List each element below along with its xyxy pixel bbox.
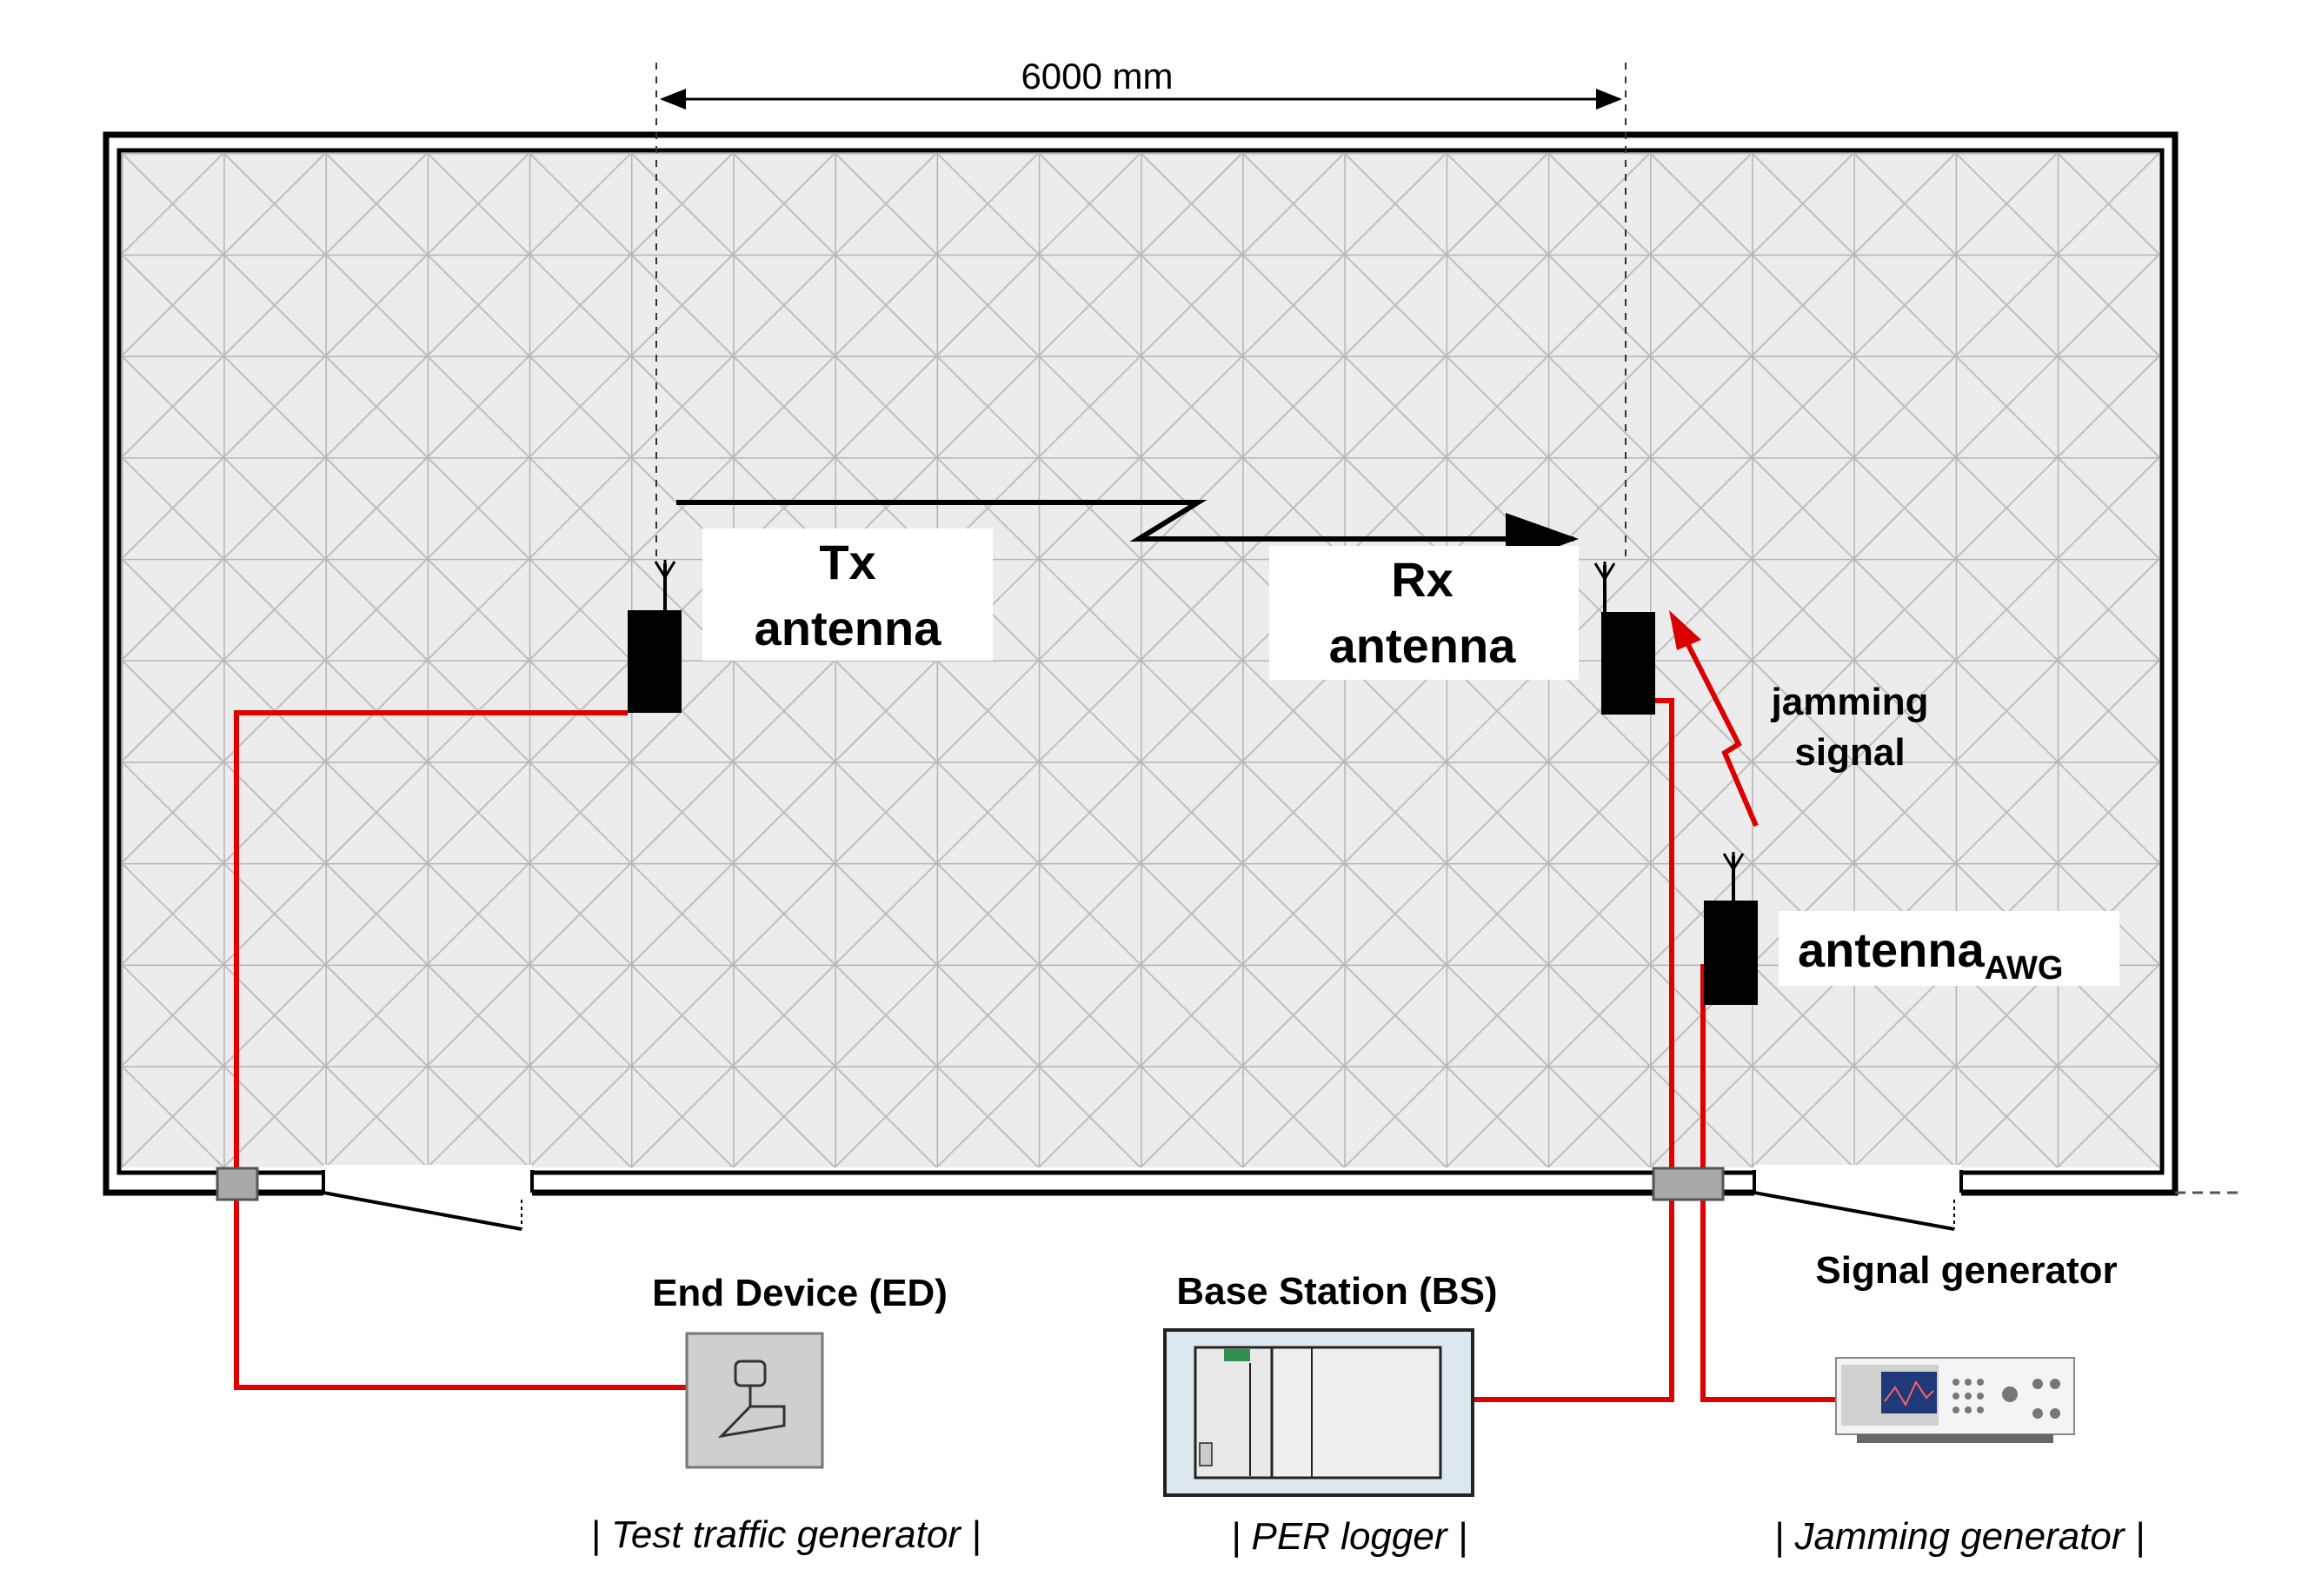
awg-label-subscript: AWG (1985, 950, 2064, 987)
anechoic-chamber (103, 131, 2243, 1231)
feedthrough-right (1652, 1167, 1725, 1201)
end-device: End Device (ED) | Test traffic generator… (590, 1272, 981, 1556)
jamming-label-line2: signal (1794, 731, 1905, 774)
tx-antenna-body (628, 610, 682, 713)
jamming-arrow (1680, 633, 1759, 828)
tx-label-line1: Tx (819, 535, 875, 589)
feedthrough-left (216, 1167, 259, 1201)
dimension-label: 6000 mm (1021, 56, 1173, 96)
base-station-rack-icon (1194, 1346, 1442, 1480)
base-station-title: Base Station (BS) (1176, 1270, 1497, 1313)
tx-label-box (702, 529, 993, 661)
jamming-label-line1: jamming (1771, 681, 1929, 723)
jamming-signal: jamming signal (1669, 610, 1929, 828)
signal-generator-role: | Jamming generator | (1774, 1515, 2145, 1558)
rx-antenna: Rx antenna (1269, 546, 1655, 715)
signal-generator-title: Signal generator (1815, 1249, 2117, 1292)
base-station: Base Station (BS) | PER logger | (1163, 1270, 1498, 1558)
link-arrow (676, 500, 1579, 565)
end-device-role: | Test traffic generator | (590, 1513, 981, 1556)
chamber-outer-wall (103, 131, 2179, 1196)
rx-label-line1: Rx (1391, 552, 1454, 607)
absorber-area (122, 153, 2159, 1167)
jamming-arrowhead (1669, 610, 1701, 650)
chamber-inner-wall (116, 148, 2165, 1175)
awg-label-main: antenna (1798, 922, 1986, 977)
rx-label-box (1269, 546, 1579, 680)
cable-tx (234, 710, 687, 1390)
signal-generator-icon (1835, 1357, 2075, 1443)
awg-label: antennaAWG (1798, 922, 2063, 987)
cable-rx (1473, 698, 1674, 1402)
awg-label-box (1779, 911, 2119, 986)
door-left (322, 1165, 534, 1231)
rx-label-line2: antenna (1329, 618, 1517, 673)
tx-antenna: Tx antenna (628, 529, 993, 713)
end-device-box (685, 1332, 824, 1469)
door-right (1753, 1165, 1963, 1231)
end-device-icon (717, 1360, 786, 1439)
dimension-6000mm: 6000 mm (655, 56, 1626, 556)
signal-generator: Signal generator | Jamming generator | (1774, 1249, 2145, 1558)
base-station-role: | PER logger | (1231, 1515, 1467, 1558)
awg-antenna-body (1704, 901, 1758, 1005)
awg-antenna: antennaAWG (1704, 852, 2119, 1005)
tx-label-line2: antenna (755, 601, 942, 655)
end-device-title: End Device (ED) (652, 1272, 948, 1314)
rx-antenna-body (1601, 612, 1655, 715)
